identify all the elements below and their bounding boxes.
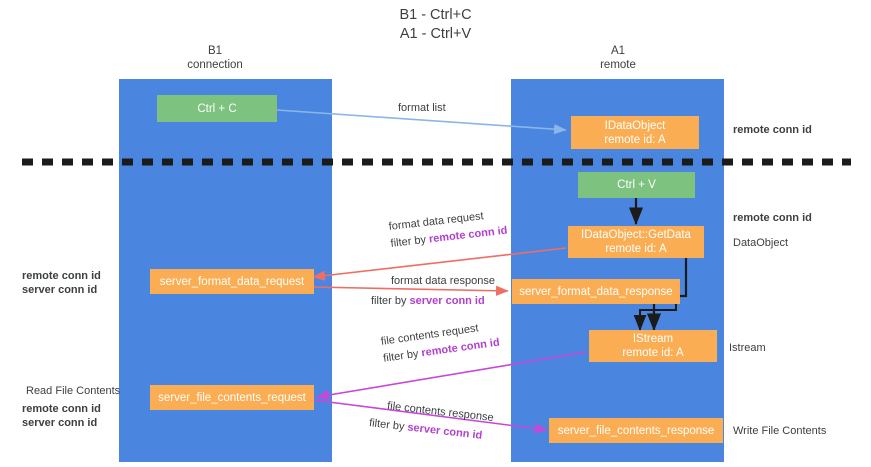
edge-label-format-list: format list (398, 102, 446, 114)
node-idataobject-getdata[interactable]: IDataObject::GetData remote id: A (568, 226, 704, 258)
column-header-b1: B1 connection (155, 45, 275, 72)
arrow-format-data-response (312, 285, 509, 296)
node-ctrl-c-label: Ctrl + C (197, 102, 237, 115)
column-header-b1-line1: B1 (207, 45, 223, 57)
annotation-dataobject: DataObject (733, 237, 789, 249)
arrow-file-contents-request (316, 351, 587, 401)
node-server-format-data-request-label: server_format_data_request (159, 275, 305, 288)
annotation-read-file-contents: Read File Contents (26, 385, 121, 397)
title-line-2: A1 - Ctrl+V (399, 26, 472, 42)
node-idataobject-line2: remote id: A (604, 133, 666, 146)
annotation-server-conn-id-left-1: server conn id (22, 284, 98, 296)
column-header-b1-line2: connection (187, 58, 243, 71)
node-server-format-data-response[interactable]: server_format_data_response (512, 279, 680, 304)
node-ctrl-v[interactable]: Ctrl + V (578, 172, 695, 198)
arrow-file-contents-response (312, 399, 548, 434)
node-server-file-contents-request-label: server_file_contents_request (158, 391, 306, 404)
edge-label-format-data-response-filter: filter by server conn id (371, 294, 495, 308)
node-server-file-contents-request[interactable]: server_file_contents_request (150, 385, 314, 410)
annotation-remote-conn-id-left-1: remote conn id (22, 270, 101, 282)
column-header-a1-line1: A1 (610, 45, 626, 57)
node-istream-line1: IStream (632, 333, 674, 345)
node-server-format-data-response-label: server_format_data_response (519, 285, 673, 298)
edge-label-format-data-response-group: format data response filter by server co… (371, 274, 495, 308)
annotation-remote-conn-id-left-2: remote conn id (22, 403, 101, 415)
annotation-remote-conn-id-top: remote conn id (733, 124, 812, 136)
node-idataobject[interactable]: IDataObject remote id: A (571, 116, 699, 149)
node-server-file-contents-response[interactable]: server_file_contents_response (549, 418, 723, 443)
node-idataobject-line1: IDataObject (604, 119, 666, 132)
annotation-remote-conn-id-mid: remote conn id (733, 212, 812, 224)
column-header-a1-line2: remote (600, 58, 636, 71)
arrow-format-data-request (312, 247, 567, 281)
annotation-istream: Istream (729, 342, 766, 354)
annotation-write-file-contents: Write File Contents (733, 425, 827, 437)
arrow-format-list (276, 109, 567, 135)
filter-prefix: filter by (371, 295, 410, 307)
node-server-file-contents-response-label: server_file_contents_response (557, 424, 715, 437)
node-istream[interactable]: IStream remote id: A (589, 330, 717, 362)
title-line-1: B1 - Ctrl+C (399, 7, 472, 23)
column-header-a1: A1 remote (558, 45, 678, 72)
filter-key-server-conn-id: server conn id (409, 295, 485, 307)
node-ctrl-v-label: Ctrl + V (617, 179, 656, 191)
page-title: B1 - Ctrl+C A1 - Ctrl+V (0, 6, 871, 44)
annotation-server-conn-id-left-2: server conn id (22, 417, 98, 429)
edge-label-format-data-response: format data response (391, 275, 495, 287)
node-istream-line2: remote id: A (622, 347, 684, 359)
node-ctrl-c[interactable]: Ctrl + C (157, 95, 277, 122)
node-server-format-data-request[interactable]: server_format_data_request (150, 269, 314, 294)
node-getdata-line1: IDataObject::GetData (581, 229, 691, 241)
node-getdata-line2: remote id: A (605, 243, 667, 255)
